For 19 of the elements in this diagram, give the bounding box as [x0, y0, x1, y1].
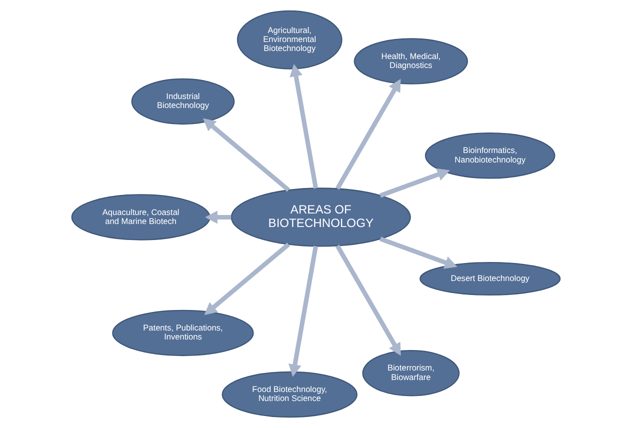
node-ellipse: AREAS OF BIOTECHNOLOGY: [230, 188, 410, 247]
arrow: [379, 236, 457, 269]
node-ellipse: Industrial Biotechnology: [130, 78, 234, 125]
node-ellipse: Health, Medical, Diagnostics: [353, 38, 468, 84]
node-ellipse: Agricultural, Environmental Biotechnology: [236, 10, 342, 70]
node-ellipse: Patents, Publications, Inventions: [112, 310, 254, 356]
arrow: [334, 78, 400, 190]
arrow: [379, 168, 450, 198]
arrow: [204, 210, 231, 224]
node-ellipse: Food Biotechnology, Nutrition Science: [221, 371, 357, 418]
node-ellipse: Bioterrorism, Biowarfare: [362, 350, 460, 396]
arrow: [202, 118, 290, 192]
node-ellipse: Aquaculture, Coastal and Marine Biotech: [70, 194, 210, 240]
arrow: [204, 242, 290, 316]
arrow: [288, 246, 318, 377]
node-ellipse: Desert Biotechnology: [419, 262, 560, 296]
arrow: [289, 64, 318, 189]
arrow: [334, 244, 400, 356]
node-ellipse: Bioinformatics, Nanobiotechnology: [424, 132, 555, 179]
